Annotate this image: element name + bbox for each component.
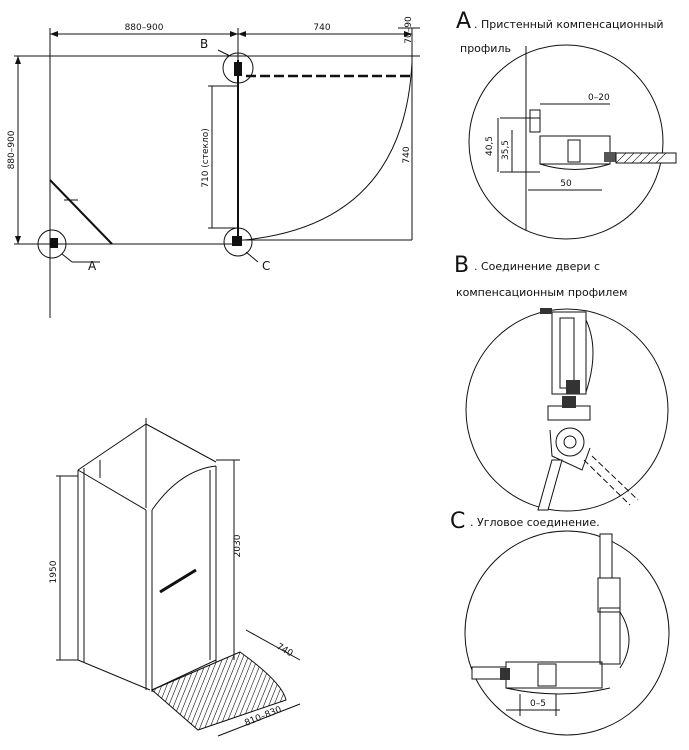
detail-a-dim-40-5: 40,5 <box>485 136 495 156</box>
hatch-line <box>315 640 355 740</box>
detail-c-circle <box>464 530 670 736</box>
dim-line <box>217 703 301 737</box>
seal-top <box>540 308 552 314</box>
callout-label-c: C <box>262 259 270 273</box>
glass-dashed <box>583 459 631 506</box>
hatch-line <box>305 640 345 740</box>
hatch-line <box>310 640 350 740</box>
profile-inner <box>567 139 581 163</box>
seal <box>566 380 580 394</box>
dim-glass: 710 (стекло) <box>201 128 211 187</box>
arrowhead <box>15 236 21 244</box>
hatch-line <box>295 640 335 740</box>
detail-b-circle <box>465 308 669 512</box>
profile-symbol <box>232 236 242 246</box>
arrowhead <box>15 56 21 64</box>
dim-depth: 740 <box>275 642 295 659</box>
dim-height-front: 1950 <box>49 560 59 583</box>
callout-leader-a <box>61 253 73 263</box>
detail-b: B . Соединение двери с компенсационным п… <box>454 253 669 512</box>
hatch-line <box>204 652 246 730</box>
detail-c-title: . Угловое соединение. <box>470 516 600 529</box>
door-arc <box>243 61 413 241</box>
arrowhead <box>238 31 246 37</box>
hinge-inner <box>563 435 577 449</box>
profile-symbol <box>50 238 58 248</box>
detail-a-title: . Пристенный компенсационный <box>474 18 664 31</box>
dim-line <box>245 629 301 661</box>
wall-profile <box>529 109 541 133</box>
left-panel-top <box>77 423 147 471</box>
arrowhead <box>230 31 238 37</box>
callout-circle-a <box>37 229 67 259</box>
callout-label-b: B <box>200 37 208 51</box>
profile-curve <box>585 319 594 393</box>
detail-a-dim-35-5: 35,5 <box>501 140 511 160</box>
arrowhead <box>50 31 58 37</box>
callout-leader-b <box>217 49 231 57</box>
profile-symbol <box>234 62 242 76</box>
callout-circle-c <box>223 227 253 257</box>
profile-inner <box>559 317 575 389</box>
arrowhead <box>404 31 412 37</box>
seal <box>500 668 510 680</box>
detail-a: A . Пристенный компенсационный профиль 0… <box>456 9 677 240</box>
left-panel-bottom <box>77 659 151 691</box>
dim-height-left: 880–900 <box>7 130 17 169</box>
detail-b-title-2: компенсационным профилем <box>456 286 627 299</box>
profile-curve <box>539 163 611 170</box>
detail-a-letter: A <box>456 9 471 34</box>
detail-a-circle <box>468 44 664 240</box>
detail-c-letter: C <box>450 509 465 534</box>
detail-b-title: . Соединение двери с <box>474 260 600 273</box>
detail-a-dim-50: 50 <box>560 179 572 189</box>
detail-a-title-2: профиль <box>460 42 511 55</box>
detail-c: C . Угловое соединение. 0–5 <box>450 509 670 736</box>
curved-top <box>151 465 217 511</box>
door-handle <box>159 568 197 594</box>
hatch-line <box>209 652 251 730</box>
right-panel-bottom <box>151 659 217 691</box>
corner-curve <box>619 611 630 669</box>
swing-panel <box>49 179 113 245</box>
connector <box>547 405 591 421</box>
profile-inner <box>537 663 557 687</box>
detail-b-letter: B <box>454 253 469 278</box>
door-profile <box>539 135 611 165</box>
detail-a-dim-0-20: 0–20 <box>588 93 610 103</box>
glass-panel-vertical <box>599 533 613 579</box>
dim-height-right: 740 <box>402 146 412 163</box>
dim-height-total: 2030 <box>233 534 243 557</box>
glass-panel-left <box>537 459 563 511</box>
glass-hatch <box>616 153 667 163</box>
dim-width-right: 740 <box>313 23 330 33</box>
right-top-edge <box>145 423 217 463</box>
left-panel-top-edge <box>77 469 147 511</box>
callout-label-a: A <box>88 259 97 273</box>
connector-block <box>562 396 576 408</box>
hinge-body <box>549 429 591 471</box>
dim-gap: 70–90 <box>404 16 414 44</box>
vertical-profile <box>597 577 621 613</box>
seal <box>604 152 616 162</box>
detail-c-dim-0-5: 0–5 <box>530 699 546 709</box>
hatch-line <box>199 652 241 730</box>
plan-view: 880–900 740 70–90 880–900 740 710 (стекл… <box>7 16 420 318</box>
hinge <box>555 427 585 457</box>
callout-leader-c <box>245 251 259 263</box>
horizontal-profile <box>505 661 603 689</box>
isometric-view: 1950 2030 740 810–830 <box>49 418 301 737</box>
glass-dashed <box>591 455 639 501</box>
corner-profile <box>599 607 621 665</box>
profile-curve <box>505 687 611 695</box>
dim-width-left: 880–900 <box>125 23 164 33</box>
hatch-line <box>300 640 340 740</box>
hatch-line <box>290 640 330 740</box>
glass-panel <box>615 152 677 164</box>
callout-circle-b <box>222 52 254 84</box>
